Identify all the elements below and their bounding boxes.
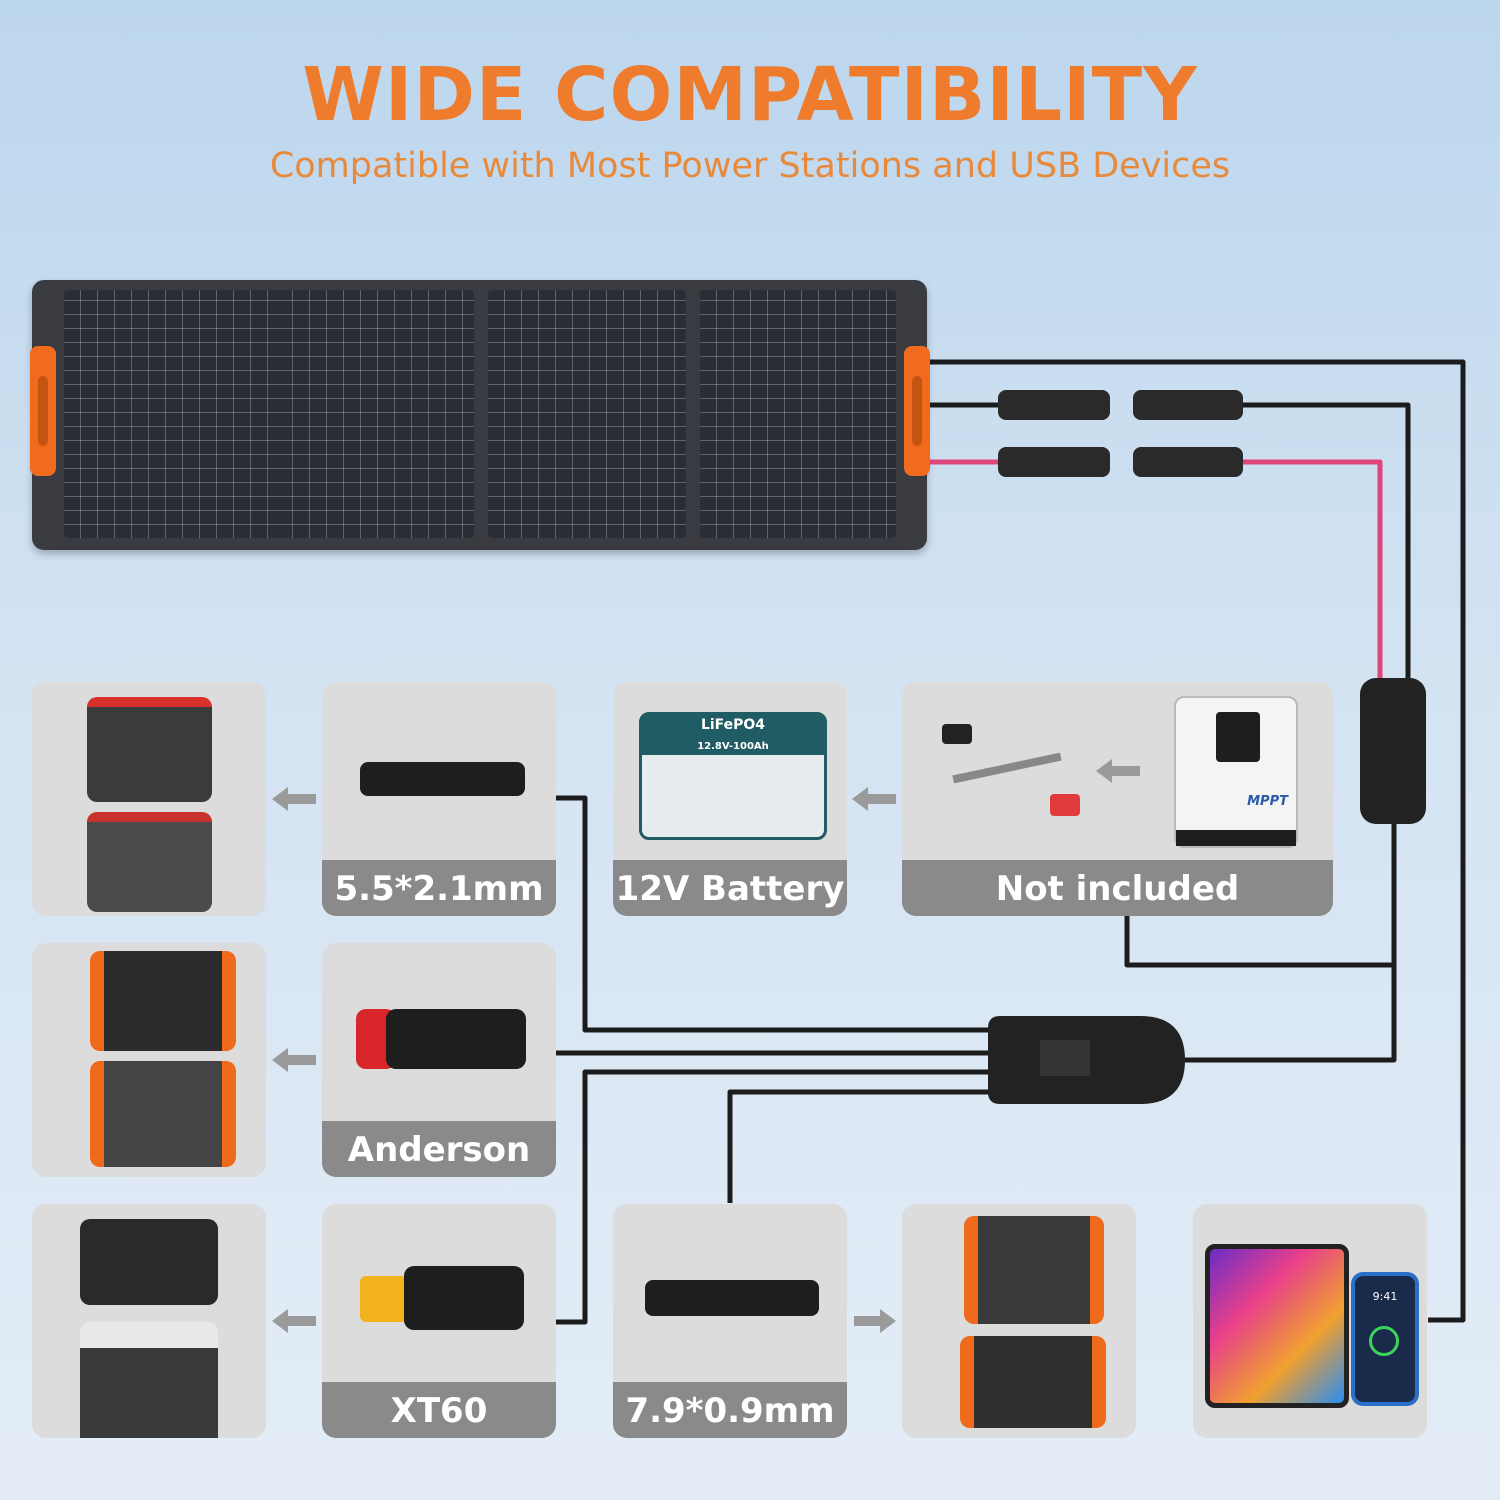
arrow-right-icon bbox=[880, 1309, 896, 1333]
card-12v-battery: LiFePO4 12.8V-100Ah 12V Battery bbox=[613, 682, 847, 916]
y-splitter bbox=[1360, 678, 1426, 824]
panel-handle-left bbox=[30, 346, 56, 476]
solar-cell-segment bbox=[700, 290, 896, 538]
phone-time: 9:41 bbox=[1372, 1290, 1398, 1303]
card-anderson: Anderson bbox=[322, 943, 556, 1177]
power-station-image bbox=[90, 1061, 236, 1167]
phone-image: 9:41 bbox=[1351, 1272, 1419, 1406]
power-station-image bbox=[960, 1336, 1106, 1428]
solar-panel bbox=[30, 280, 930, 550]
dc-plug-icon bbox=[360, 762, 525, 796]
card-usb-devices: 9:41 bbox=[1193, 1204, 1427, 1438]
power-station-image bbox=[87, 812, 212, 912]
arrow-left-icon bbox=[852, 787, 868, 811]
page-title: WIDE COMPATIBILITY bbox=[302, 52, 1198, 138]
battery-image: LiFePO4 12.8V-100Ah bbox=[639, 712, 827, 840]
alligator-clips-icon bbox=[942, 724, 1080, 820]
mppt-label: MPPT bbox=[1247, 794, 1288, 809]
arrow-left-icon bbox=[272, 787, 288, 811]
connector-label: 5.5*2.1mm bbox=[322, 860, 556, 916]
arrow-left-icon bbox=[272, 1048, 288, 1072]
xt60-plug-icon bbox=[360, 1276, 408, 1322]
solar-cell-segment bbox=[276, 290, 474, 538]
cable-trunk bbox=[1185, 820, 1397, 1063]
cable-5521 bbox=[556, 795, 990, 1033]
cable-controller bbox=[1124, 914, 1394, 968]
tablet-image bbox=[1205, 1244, 1349, 1408]
card-dc-7909: 7.9*0.9mm bbox=[613, 1204, 847, 1438]
connector-label: Anderson bbox=[322, 1121, 556, 1177]
battery-brand: LiFePO4 bbox=[700, 717, 766, 733]
card-dc-5521: 5.5*2.1mm bbox=[322, 682, 556, 916]
page-subtitle: Compatible with Most Power Stations and … bbox=[269, 146, 1231, 186]
card-power-stations-1 bbox=[32, 682, 266, 916]
dc-plug-icon bbox=[645, 1280, 819, 1316]
power-station-image bbox=[90, 951, 236, 1051]
mc4-connectors bbox=[998, 390, 1243, 477]
connector-label: 7.9*0.9mm bbox=[613, 1382, 847, 1438]
card-power-stations-4 bbox=[902, 1204, 1136, 1438]
cable-xt60 bbox=[556, 1069, 990, 1325]
cable-mc4-negative bbox=[927, 402, 1411, 690]
cable-mc4-positive bbox=[927, 459, 1383, 690]
power-station-image bbox=[87, 697, 212, 802]
connector-label: 12V Battery bbox=[613, 860, 847, 916]
power-station-image bbox=[964, 1216, 1104, 1324]
charge-controller-image: MPPT bbox=[1174, 696, 1298, 848]
battery-spec: 12.8V-100Ah bbox=[697, 741, 769, 752]
solar-cell-segment bbox=[488, 290, 686, 538]
cable-usb bbox=[927, 359, 1466, 1323]
arrow-left-icon bbox=[272, 1309, 288, 1333]
panel-handle-right bbox=[904, 346, 930, 476]
cable-7909 bbox=[727, 1089, 990, 1203]
card-controller: MPPT Not included bbox=[902, 682, 1333, 916]
card-power-stations-2 bbox=[32, 943, 266, 1177]
arrow-left-icon bbox=[1096, 759, 1112, 783]
solar-cell-segment bbox=[64, 290, 292, 538]
power-station-image bbox=[80, 1322, 218, 1438]
card-power-stations-3 bbox=[32, 1204, 266, 1438]
connector-label: Not included bbox=[902, 860, 1333, 916]
power-station-image bbox=[80, 1219, 218, 1305]
connector-label: XT60 bbox=[322, 1382, 556, 1438]
card-xt60: XT60 bbox=[322, 1204, 556, 1438]
charging-icon bbox=[1369, 1326, 1399, 1356]
